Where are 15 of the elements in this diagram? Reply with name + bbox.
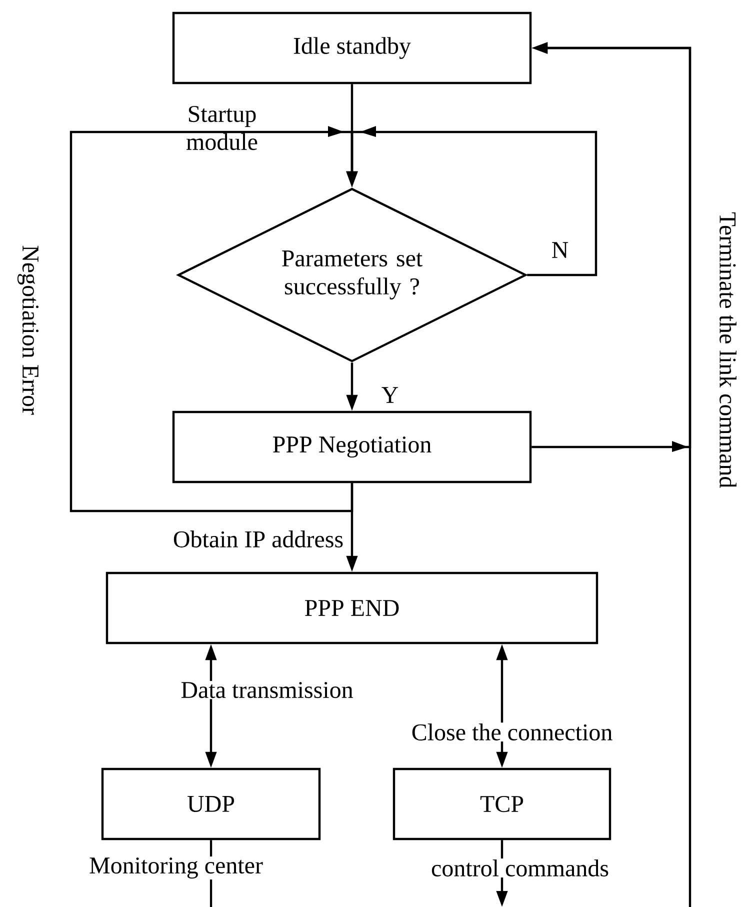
edge-label: Terminate the link command	[720, 212, 736, 488]
note-label: Startup module	[186, 106, 258, 150]
process-box: PPP END	[106, 572, 598, 644]
edge-label: Close the connection	[410, 722, 614, 742]
edge-label: N	[552, 242, 568, 258]
edge-label: control commands	[430, 858, 610, 878]
edge-label: Monitoring center	[88, 856, 264, 880]
process-box: TCP	[392, 768, 612, 840]
edge-label: Y	[382, 387, 398, 403]
edge-label: Data transmission	[180, 680, 354, 700]
edge-label: Obtain IP address	[174, 530, 343, 548]
process-box: PPP Negotiation	[172, 410, 532, 484]
process-box: UDP	[101, 768, 321, 840]
edge-label: Negotiation Error	[17, 246, 39, 415]
process-box: Idle standby	[172, 12, 532, 84]
